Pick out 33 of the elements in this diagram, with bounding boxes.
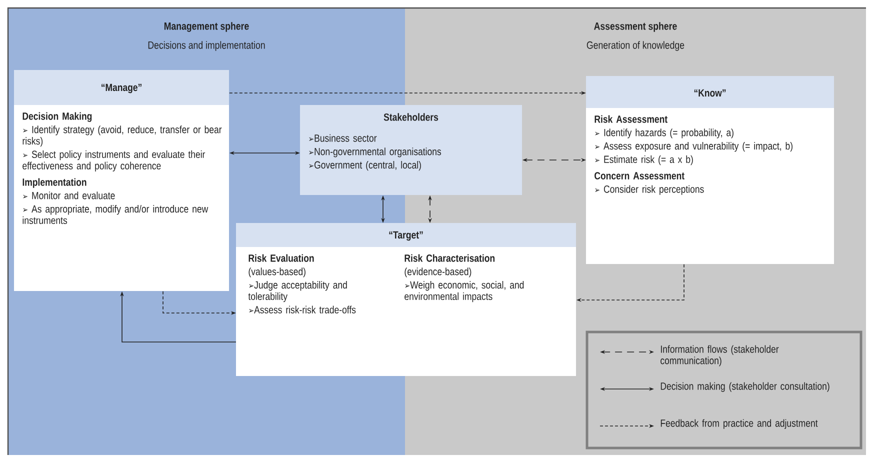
panel-subtitle: Generation of knowledge xyxy=(586,41,684,51)
section-note: (evidence-based) xyxy=(404,268,472,278)
section-heading: Risk Characterisation xyxy=(404,254,494,262)
section-heading: Risk Assessment xyxy=(594,115,668,123)
panel-title: Assessment sphere xyxy=(594,22,677,32)
legend-text: Information flows (stakeholder communication) xyxy=(660,345,779,366)
bullet-item: ➢ Assess exposure and vulnerability (= impact, b) xyxy=(594,142,792,152)
bullet-item: ➢Assess risk-risk trade-offs xyxy=(249,306,356,314)
section-heading: Implementation xyxy=(22,178,86,188)
panel-subtitle: Decisions and implementation xyxy=(148,41,265,51)
bullet-item: ➢ Identify strategy (avoid, reduce, transfer or bear risks) xyxy=(22,126,222,147)
bullet-item: ➢Business sector xyxy=(309,134,377,142)
section-heading: Decision Making xyxy=(22,112,92,122)
box-title: Stakeholders xyxy=(384,113,438,121)
panel-title: Management sphere xyxy=(164,22,249,32)
section-heading: Risk Evaluation xyxy=(248,254,314,262)
bullet-item: ➢ As appropriate, modify and/or introduce new instruments xyxy=(22,205,208,224)
bullet-item: ➢ Estimate risk (= a x b) xyxy=(594,155,693,166)
bullet-item: ➢ Select policy instruments and evaluate their effectiveness and policy coherence xyxy=(22,150,206,172)
bullet-item: ➢Judge acceptability and tolerability xyxy=(248,281,347,302)
bullet-item: ➢ Identify hazards (= probability, a) xyxy=(594,128,734,138)
section-heading: Concern Assessment xyxy=(594,172,684,180)
section-note: (values-based) xyxy=(248,268,306,278)
legend-text: Feedback from practice and adjustment xyxy=(660,419,818,429)
box-title: “Target” xyxy=(389,231,423,241)
bullet-item: ➢Weigh economic, social, and environmental impacts xyxy=(404,281,524,302)
bullet-item: ➢ Consider risk perceptions xyxy=(594,185,704,195)
bullet-item: ➢Non-governmental organisations xyxy=(309,148,441,158)
legend-text: Decision making (stakeholder consultation) xyxy=(660,382,830,392)
bullet-item: ➢Government (central, local) xyxy=(309,161,421,171)
bullet-item: ➢ Monitor and evaluate xyxy=(23,192,115,200)
box-title: “Manage” xyxy=(102,84,142,94)
box-title: “Know” xyxy=(694,89,726,97)
